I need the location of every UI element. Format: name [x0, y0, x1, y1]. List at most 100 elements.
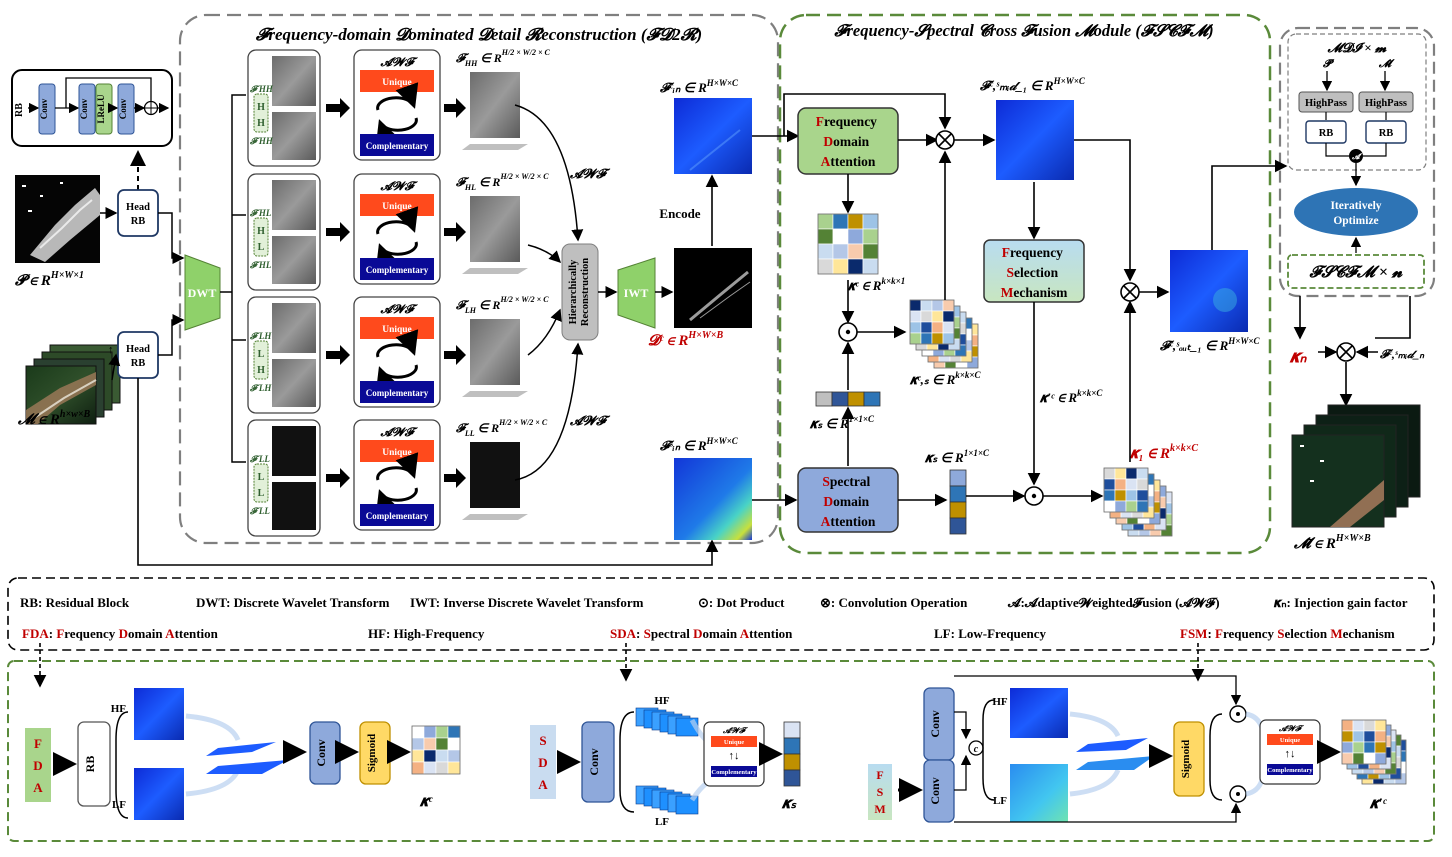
detail-fda-lf: LF [112, 799, 126, 811]
detail-fda-hf: HF [111, 703, 127, 715]
ks-cell [863, 391, 881, 407]
legend-frame [7, 577, 1435, 651]
awf-complementary [360, 134, 434, 156]
band-output-label: 𝓕HH ∈ RH/2 × W/2 × C [455, 48, 551, 68]
band-arrow-2 [444, 222, 466, 242]
kernel-cell [920, 299, 933, 312]
awf-cycle-top [376, 206, 419, 235]
band-letter-2: H [257, 365, 265, 376]
band-pan-label: 𝓕 LL [249, 454, 270, 464]
ks-label-2: 𝜿ₛ ∈ R1×1×C [924, 448, 990, 465]
awf-title: 𝓐𝓦𝓕 [379, 55, 418, 69]
head-rb-ms-l2: RB [131, 358, 146, 369]
detail-sda-hf: HF [654, 695, 670, 707]
detail-ks-cell [783, 753, 801, 771]
highpass-right-label: HighPass [1365, 98, 1407, 109]
concat-label: c [974, 744, 979, 755]
ks-vert-cell [949, 501, 967, 519]
svg-text:Complementary: Complementary [711, 769, 757, 776]
ks-cell [831, 391, 849, 407]
band-arrow-1 [326, 98, 350, 118]
detail-rb [77, 721, 111, 807]
fd2r-title: 𝓕requency-domain 𝓓ominated 𝓓etail 𝓡econs… [255, 25, 702, 44]
kernel-cell [411, 761, 425, 775]
band-letter-2: L [258, 488, 265, 499]
rb-detail-label: RB [14, 103, 25, 117]
detail-sda-stacks [635, 707, 699, 815]
kernel-cell [1136, 500, 1149, 513]
kcp-label: 𝜿′ᶜ ∈ Rk×k×C [1039, 388, 1103, 405]
band-arrow-2 [444, 345, 466, 365]
rb-lrelu-label: LReLU [96, 94, 106, 124]
kernel-cell [847, 228, 864, 245]
detail-sda-lf: LF [655, 816, 669, 828]
awf-unique-label: Unique [382, 202, 412, 212]
band-output-label: 𝓕HL ∈ RH/2 × W/2 × C [455, 172, 549, 192]
sda-lf-slice [675, 795, 699, 815]
k1-label: 𝜿₁ ∈ Rk×k×C [1129, 443, 1198, 462]
band-pan-label: 𝓕 LH [249, 331, 272, 341]
svg-text:↑↓: ↑↓ [729, 750, 740, 762]
band-letter-1: H [257, 102, 265, 113]
kernel-cell [411, 737, 425, 751]
kernel-cell [931, 299, 944, 312]
ks-vert-cell [949, 485, 967, 503]
detail-fsm-lf-image [1010, 764, 1068, 822]
awf-unique-label: Unique [382, 78, 412, 88]
kernel-cell [1103, 467, 1116, 480]
band-arrow-1 [326, 345, 350, 365]
awf-complementary-label: Complementary [366, 141, 429, 151]
kernel-cell [1136, 478, 1149, 491]
awf-bottom-label: 𝓐𝓦𝓕 [569, 413, 611, 428]
kernel-cell [817, 228, 834, 245]
band-output-label: 𝓕LH ∈ RH/2 × W/2 × C [455, 295, 549, 315]
kernel-cell [920, 321, 933, 334]
pan-image [15, 175, 100, 263]
kernel-cell [931, 332, 944, 345]
awf-cycle-top [376, 329, 419, 358]
awf-complementary [360, 258, 434, 280]
ks-vector-bar [815, 391, 881, 407]
detail-fsm-badge [868, 764, 892, 820]
m-out-label: 𝓜̃ ∈ RH×W×B [1293, 533, 1371, 552]
ms-up-arrow: ↑ [108, 344, 114, 356]
kernel-cell [942, 299, 955, 312]
awf-cycle-top [376, 82, 419, 111]
kernel-cell [447, 725, 461, 739]
awf-unique-label: Unique [382, 325, 412, 335]
legend-iwt: IWT: Inverse Discrete Wavelet Transform [410, 595, 644, 610]
fscfm-n-label: 𝓕𝓢𝓒𝓕𝓜 × 𝓷 [1309, 264, 1404, 281]
kernel-cell [1114, 467, 1127, 480]
band-pan-label: 𝓕 HH [249, 84, 274, 94]
kn-label: 𝜿ₙ [1289, 347, 1308, 366]
kernel-cell [435, 725, 449, 739]
fsm-block-text: Frequency Selection Mechanism [1001, 245, 1069, 300]
mdi-m-label: 𝓜̃ [1378, 58, 1395, 70]
band-pan-image [272, 426, 316, 476]
legend-awf: 𝓐:𝓐daptive𝓦eighted𝓕usion (𝓐𝓦𝓕) [1007, 595, 1220, 610]
ks-cell [847, 391, 865, 407]
detail-ks-vector [783, 721, 801, 787]
kernel-cell [1103, 500, 1116, 513]
head-rb-pan-l2: RB [131, 216, 146, 227]
iter-line-2: Optimize [1333, 215, 1378, 227]
f-in-s-label: 𝓕ˢᵢₙ ∈ RH×W×C [659, 436, 739, 453]
kernel-cell [862, 228, 879, 245]
kernel-cell [1363, 741, 1376, 754]
iwt-label: IWT [624, 286, 649, 300]
detail-fsm-hf-image [1010, 688, 1068, 738]
f-in-s-image [674, 458, 752, 540]
fscfm-n-box [1287, 254, 1425, 289]
awf-unique-label: Unique [382, 448, 412, 458]
kernel-cell [942, 310, 955, 323]
kernel-cell [1363, 730, 1376, 743]
kernel-cell [411, 725, 425, 739]
ks-vert-cell [949, 517, 967, 535]
kernel-cell [1374, 752, 1387, 765]
mdi-p-label: 𝓟̃ [1322, 58, 1335, 70]
